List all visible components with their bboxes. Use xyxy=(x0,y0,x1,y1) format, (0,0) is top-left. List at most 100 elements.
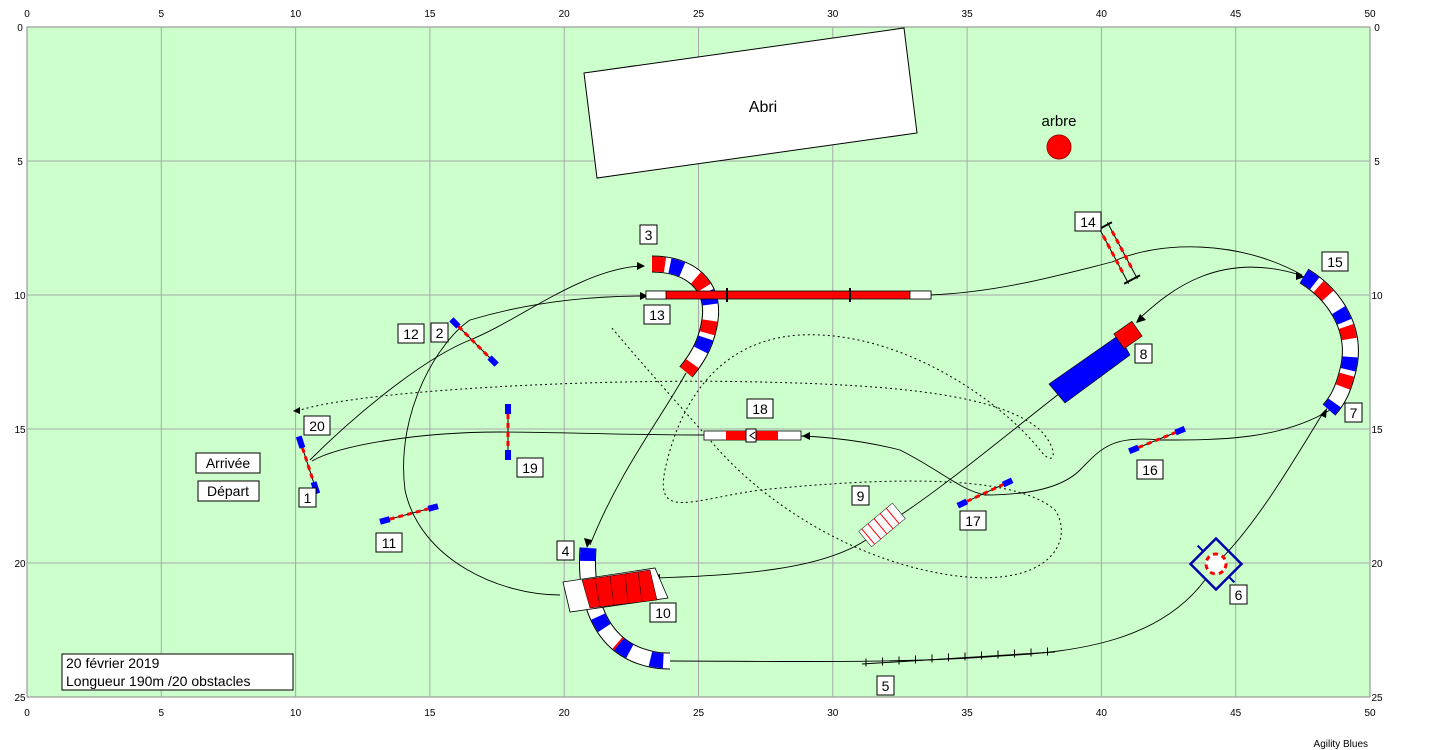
jump-19 xyxy=(505,404,511,460)
course-path xyxy=(309,246,1331,663)
obstacle-number-label: 14 xyxy=(1080,214,1096,230)
left-tick-label: 10 xyxy=(14,291,26,302)
left-tick-label: 25 xyxy=(14,693,26,704)
obstacle-number-17: 17 xyxy=(959,510,987,531)
depart-box: Départ xyxy=(197,480,260,502)
dogwalk-13 xyxy=(645,288,932,302)
left-tick-label: 20 xyxy=(14,559,26,570)
tunnel-15 xyxy=(1299,268,1359,416)
seesaw-18 xyxy=(703,428,802,443)
left-tick-label: 15 xyxy=(14,425,26,436)
top-tick-label: 0 xyxy=(24,9,30,20)
bottom-tick-label: 10 xyxy=(290,708,302,719)
obstacle-number-label: 8 xyxy=(1140,346,1148,362)
top-tick-label: 25 xyxy=(693,9,705,20)
obstacle-number-label: 15 xyxy=(1327,254,1343,270)
jump-17 xyxy=(956,477,1014,509)
obstacle-number-label: 6 xyxy=(1235,587,1243,603)
obstacle-number-2: 2 xyxy=(430,322,449,343)
jump-11 xyxy=(379,503,439,525)
right-tick-label: 15 xyxy=(1371,425,1383,436)
obstacle-number-10: 10 xyxy=(649,602,677,623)
obstacle-number-label: 17 xyxy=(965,513,981,529)
obstacle-number-18: 18 xyxy=(746,398,774,419)
bottom-tick-label: 25 xyxy=(693,708,705,719)
course-date: 20 février 2019 xyxy=(66,655,160,671)
obstacle-number-6: 6 xyxy=(1229,584,1248,605)
obstacle-number-label: 11 xyxy=(382,535,397,551)
tree: arbre xyxy=(1041,113,1077,160)
obstacle-number-label: 16 xyxy=(1142,462,1158,478)
top-tick-label: 5 xyxy=(159,9,165,20)
obstacle-number-label: 1 xyxy=(304,490,312,506)
collapsed-tunnel-10 xyxy=(562,567,669,613)
left-tick-label: 5 xyxy=(17,157,23,168)
obstacle-number-label: 4 xyxy=(562,543,570,559)
ladder-9 xyxy=(858,502,906,548)
top-tick-label: 35 xyxy=(962,9,974,20)
bottom-tick-label: 40 xyxy=(1096,708,1108,719)
right-tick-label: 20 xyxy=(1371,559,1383,570)
obstacle-number-label: 3 xyxy=(645,227,653,243)
obstacle-number-label: 2 xyxy=(436,325,444,341)
walk-path xyxy=(296,327,1062,579)
right-tick-label: 25 xyxy=(1371,693,1383,704)
top-tick-label: 45 xyxy=(1230,9,1242,20)
top-tick-label: 50 xyxy=(1364,9,1376,20)
right-tick-label: 5 xyxy=(1374,157,1380,168)
course-length: Longueur 190m /20 obstacles xyxy=(66,673,250,689)
obstacle-number-20: 20 xyxy=(303,415,331,436)
bottom-tick-label: 5 xyxy=(159,708,165,719)
obstacle-number-15: 15 xyxy=(1321,251,1349,272)
top-tick-label: 40 xyxy=(1096,9,1108,20)
obstacle-number-label: 19 xyxy=(522,460,538,476)
obstacle-number-9: 9 xyxy=(851,485,870,506)
obstacle-number-label: 20 xyxy=(309,418,325,434)
right-tick-label: 0 xyxy=(1374,23,1380,34)
right-tick-label: 10 xyxy=(1371,291,1383,302)
obstacle-number-12: 12 xyxy=(397,323,425,344)
watermark: Agility Blues xyxy=(1314,739,1368,750)
top-tick-label: 10 xyxy=(290,9,302,20)
obstacle-number-5: 5 xyxy=(876,675,895,696)
obstacle-number-label: 13 xyxy=(649,307,665,323)
top-tick-label: 30 xyxy=(827,9,839,20)
obstacle-number-1: 1 xyxy=(298,487,317,508)
left-tick-label: 0 xyxy=(17,23,23,34)
obstacle-number-8: 8 xyxy=(1134,343,1153,364)
obstacle-number-14: 14 xyxy=(1074,211,1102,232)
obstacle-number-label: 18 xyxy=(752,401,768,417)
obstacle-number-19: 19 xyxy=(516,457,544,478)
tire-6 xyxy=(1188,536,1244,592)
bottom-tick-label: 20 xyxy=(559,708,571,719)
obstacle-number-11: 11 xyxy=(375,532,403,553)
bottom-tick-label: 35 xyxy=(962,708,974,719)
obstacle-number-label: 10 xyxy=(655,605,671,621)
obstacle-number-label: 5 xyxy=(882,678,890,694)
obstacle-number-3: 3 xyxy=(639,224,658,245)
bottom-tick-label: 45 xyxy=(1230,708,1242,719)
info-box: 20 février 2019 Longueur 190m /20 obstac… xyxy=(61,653,294,691)
jump-16 xyxy=(1128,425,1186,455)
top-tick-label: 20 xyxy=(559,9,571,20)
bottom-tick-label: 30 xyxy=(827,708,839,719)
shelter-label: Abri xyxy=(749,99,777,116)
obstacle-number-7: 7 xyxy=(1344,402,1363,423)
depart-label: Départ xyxy=(207,483,249,499)
obstacle-number-13: 13 xyxy=(643,304,671,325)
obstacle-number-4: 4 xyxy=(556,540,575,561)
bottom-tick-label: 50 xyxy=(1364,708,1376,719)
weaves-5 xyxy=(861,647,1056,667)
bottom-tick-label: 15 xyxy=(424,708,436,719)
obstacle-number-label: 7 xyxy=(1350,405,1358,421)
arrivee-box: Arrivée xyxy=(195,452,261,474)
chute-8 xyxy=(1048,320,1143,404)
tunnel-3 xyxy=(651,255,720,378)
obstacle-number-label: 12 xyxy=(403,326,419,342)
obstacle-number-label: 9 xyxy=(857,488,865,504)
tree-label: arbre xyxy=(1041,113,1076,130)
arrivee-label: Arrivée xyxy=(206,455,251,471)
bottom-tick-label: 0 xyxy=(24,708,30,719)
